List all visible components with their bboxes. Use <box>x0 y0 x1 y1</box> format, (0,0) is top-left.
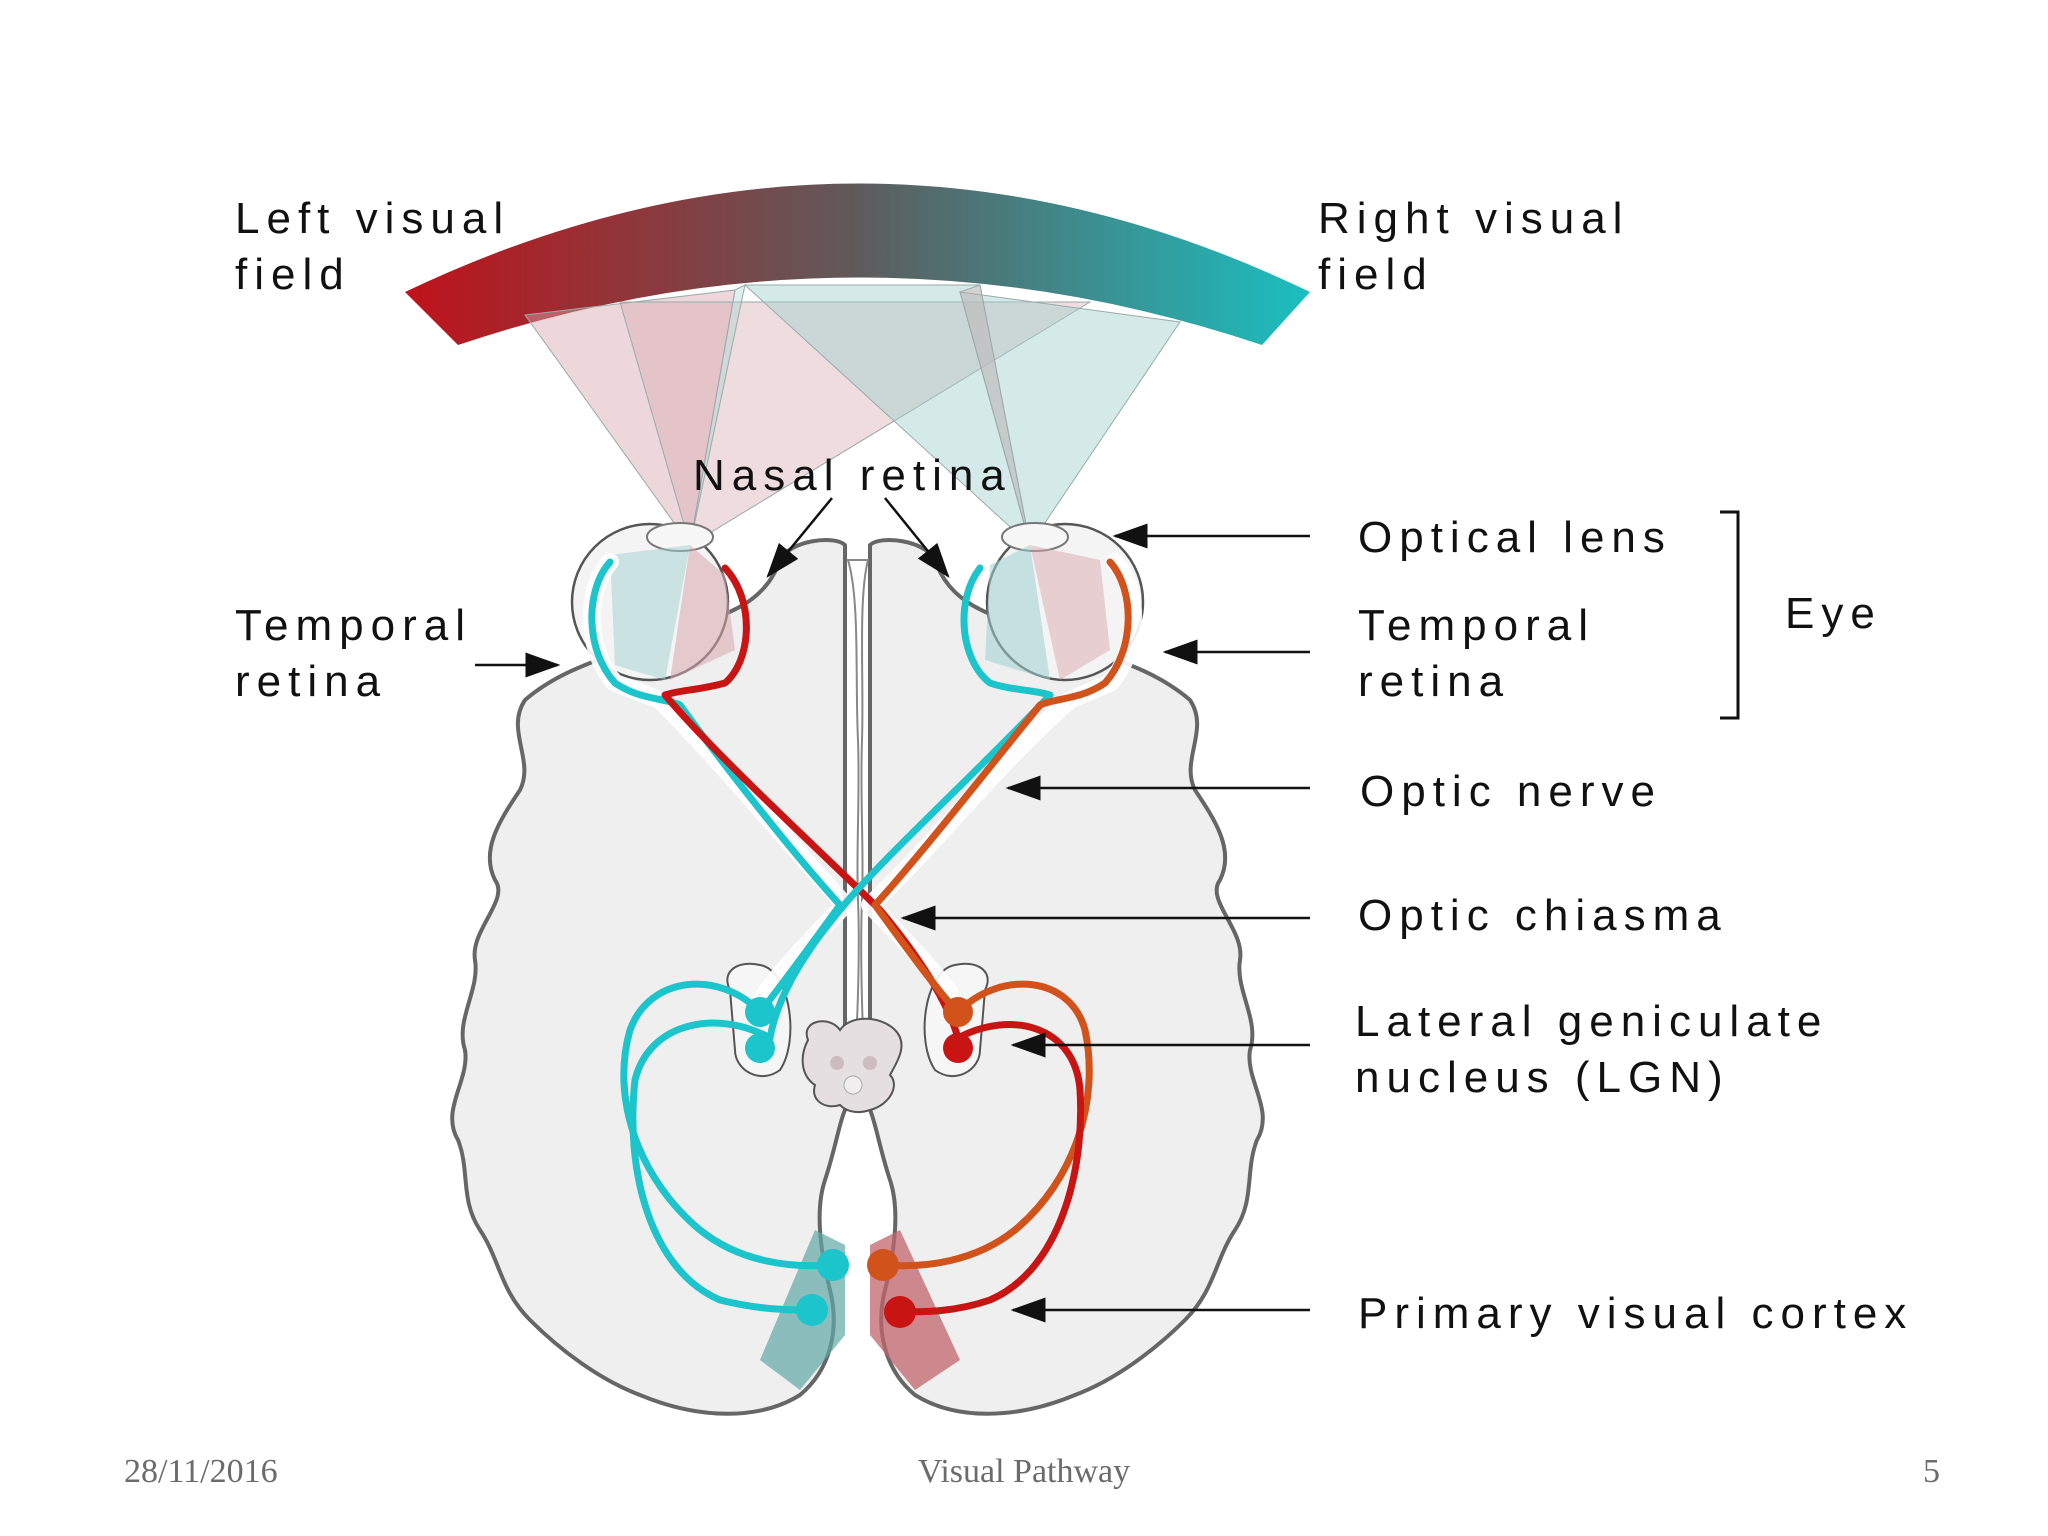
right-radiation-lower <box>896 1021 1085 1316</box>
temporal-retina-right-label: Temporal retina <box>1358 601 1614 706</box>
visual-field-arc <box>405 183 1310 345</box>
projection-cones <box>524 284 1181 547</box>
right-nasal-pathway <box>766 564 1054 1042</box>
eye-cone-overlay <box>610 545 1110 680</box>
temporal-retina-left-label: Temporal retina <box>235 601 491 706</box>
footer-page-number: 5 <box>1923 1453 1940 1490</box>
nuclei <box>745 997 973 1328</box>
primary-visual-cortex-label: Primary visual cortex <box>1358 1289 1913 1338</box>
eye-bracket <box>1720 510 1740 720</box>
footer-date: 28/11/2016 <box>124 1453 278 1490</box>
footer-title: Visual Pathway <box>917 1453 1131 1490</box>
nasal-retina-label: Nasal retina <box>693 451 1012 500</box>
pathways <box>582 553 1143 1316</box>
arrow-nasal-left <box>766 497 833 578</box>
right-temporal-pathway <box>871 558 1132 1016</box>
optic-chiasma-label: Optic chiasma <box>1358 891 1728 940</box>
eye-label: Eye <box>1785 589 1882 638</box>
arrows <box>475 497 1310 1323</box>
brain-outline <box>450 538 1265 1416</box>
optic-nerve-label: Optic nerve <box>1360 767 1662 816</box>
right-visual-field-label: Right visual field <box>1318 194 1649 299</box>
lgn-label: Lateral geniculate nucleus (LGN) <box>1355 997 1848 1102</box>
optical-lens-label: Optical lens <box>1358 513 1672 562</box>
arrow-nasal-right <box>884 497 950 578</box>
left-visual-field-label: Left visual field <box>235 194 529 299</box>
brainstem <box>801 1017 903 1114</box>
left-radiation-lower <box>629 1019 814 1314</box>
